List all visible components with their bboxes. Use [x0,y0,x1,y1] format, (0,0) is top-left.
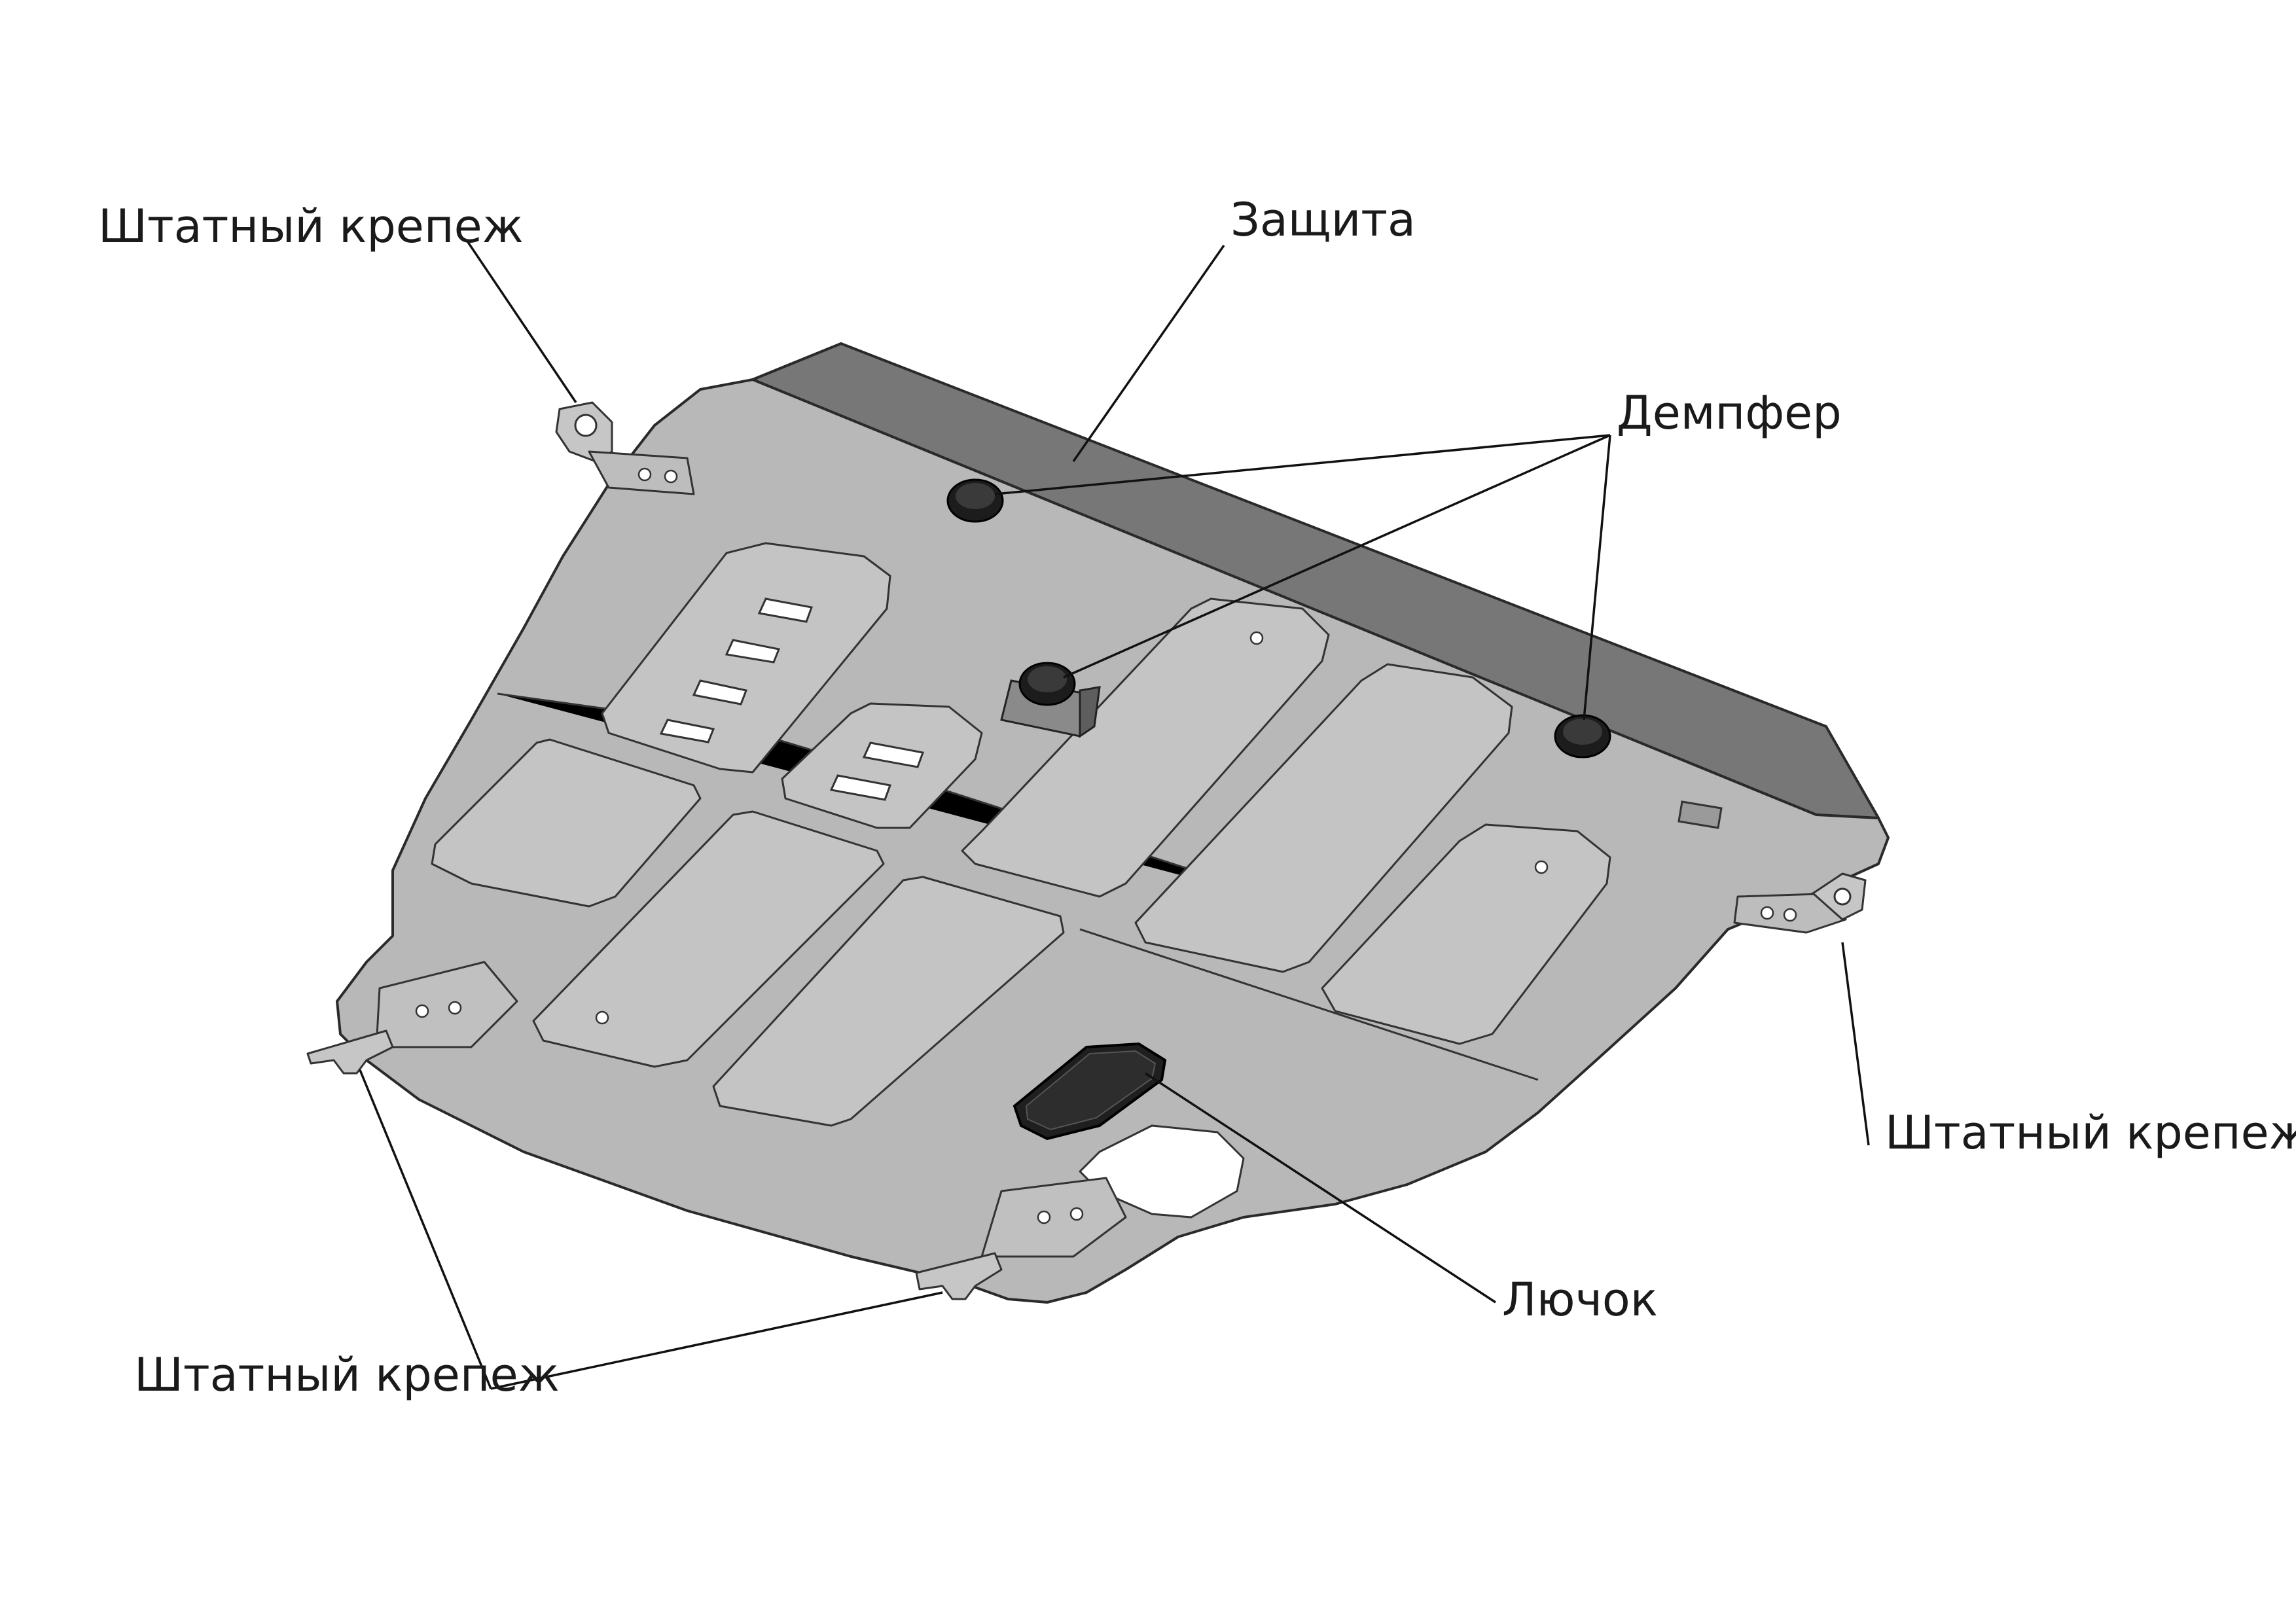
leader-damper-3 [1583,435,1611,721]
leader-protection [1072,244,1225,463]
bracket-bottom-center [915,1177,1127,1300]
leader-damper-1 [994,434,1611,495]
label-fastener-bottom: Штатный крепеж [134,1348,560,1402]
label-fastener-right: Штатный крепеж [1885,1106,2296,1160]
leader-fastener-bottom-2 [490,1291,943,1390]
leader-damper-2 [1063,434,1611,679]
label-fastener-top-left: Штатный крепеж [98,200,524,253]
label-damper: Демпфер [1617,386,1842,440]
pocket-left-low-1 [431,738,702,908]
pocket-right-lower [1321,823,1611,1045]
louvres-middle [829,741,925,801]
hatch [1013,1042,1167,1141]
bracket-top-left [555,401,695,495]
label-protection: Защита [1230,193,1416,247]
pocket-center-low-1 [532,810,885,1068]
leader-lines [359,241,1870,1390]
pocket-center-low-2 [712,876,1065,1127]
pocket-holes [595,631,1549,1025]
plate-marker [1677,800,1723,829]
damper-center [1000,662,1101,738]
leader-hatch [1145,1072,1496,1304]
leader-fastener-top-left [467,241,577,403]
leader-fastener-bottom-1 [359,1069,492,1389]
pocket-center-upper [961,597,1330,898]
pocket-right-upper [1134,663,1513,973]
leader-fastener-right [1841,942,1870,1146]
damper-top [946,478,1004,523]
damper-right [1554,714,1611,758]
pocket-left-middle [781,702,983,829]
panel-seam-lower [1079,928,1539,1081]
bracket-right [1733,872,1867,934]
louvres-left [659,597,814,743]
plate-cutout [1079,1124,1245,1219]
label-hatch: Лючок [1502,1273,1658,1327]
bracket-bottom-left [306,961,518,1075]
